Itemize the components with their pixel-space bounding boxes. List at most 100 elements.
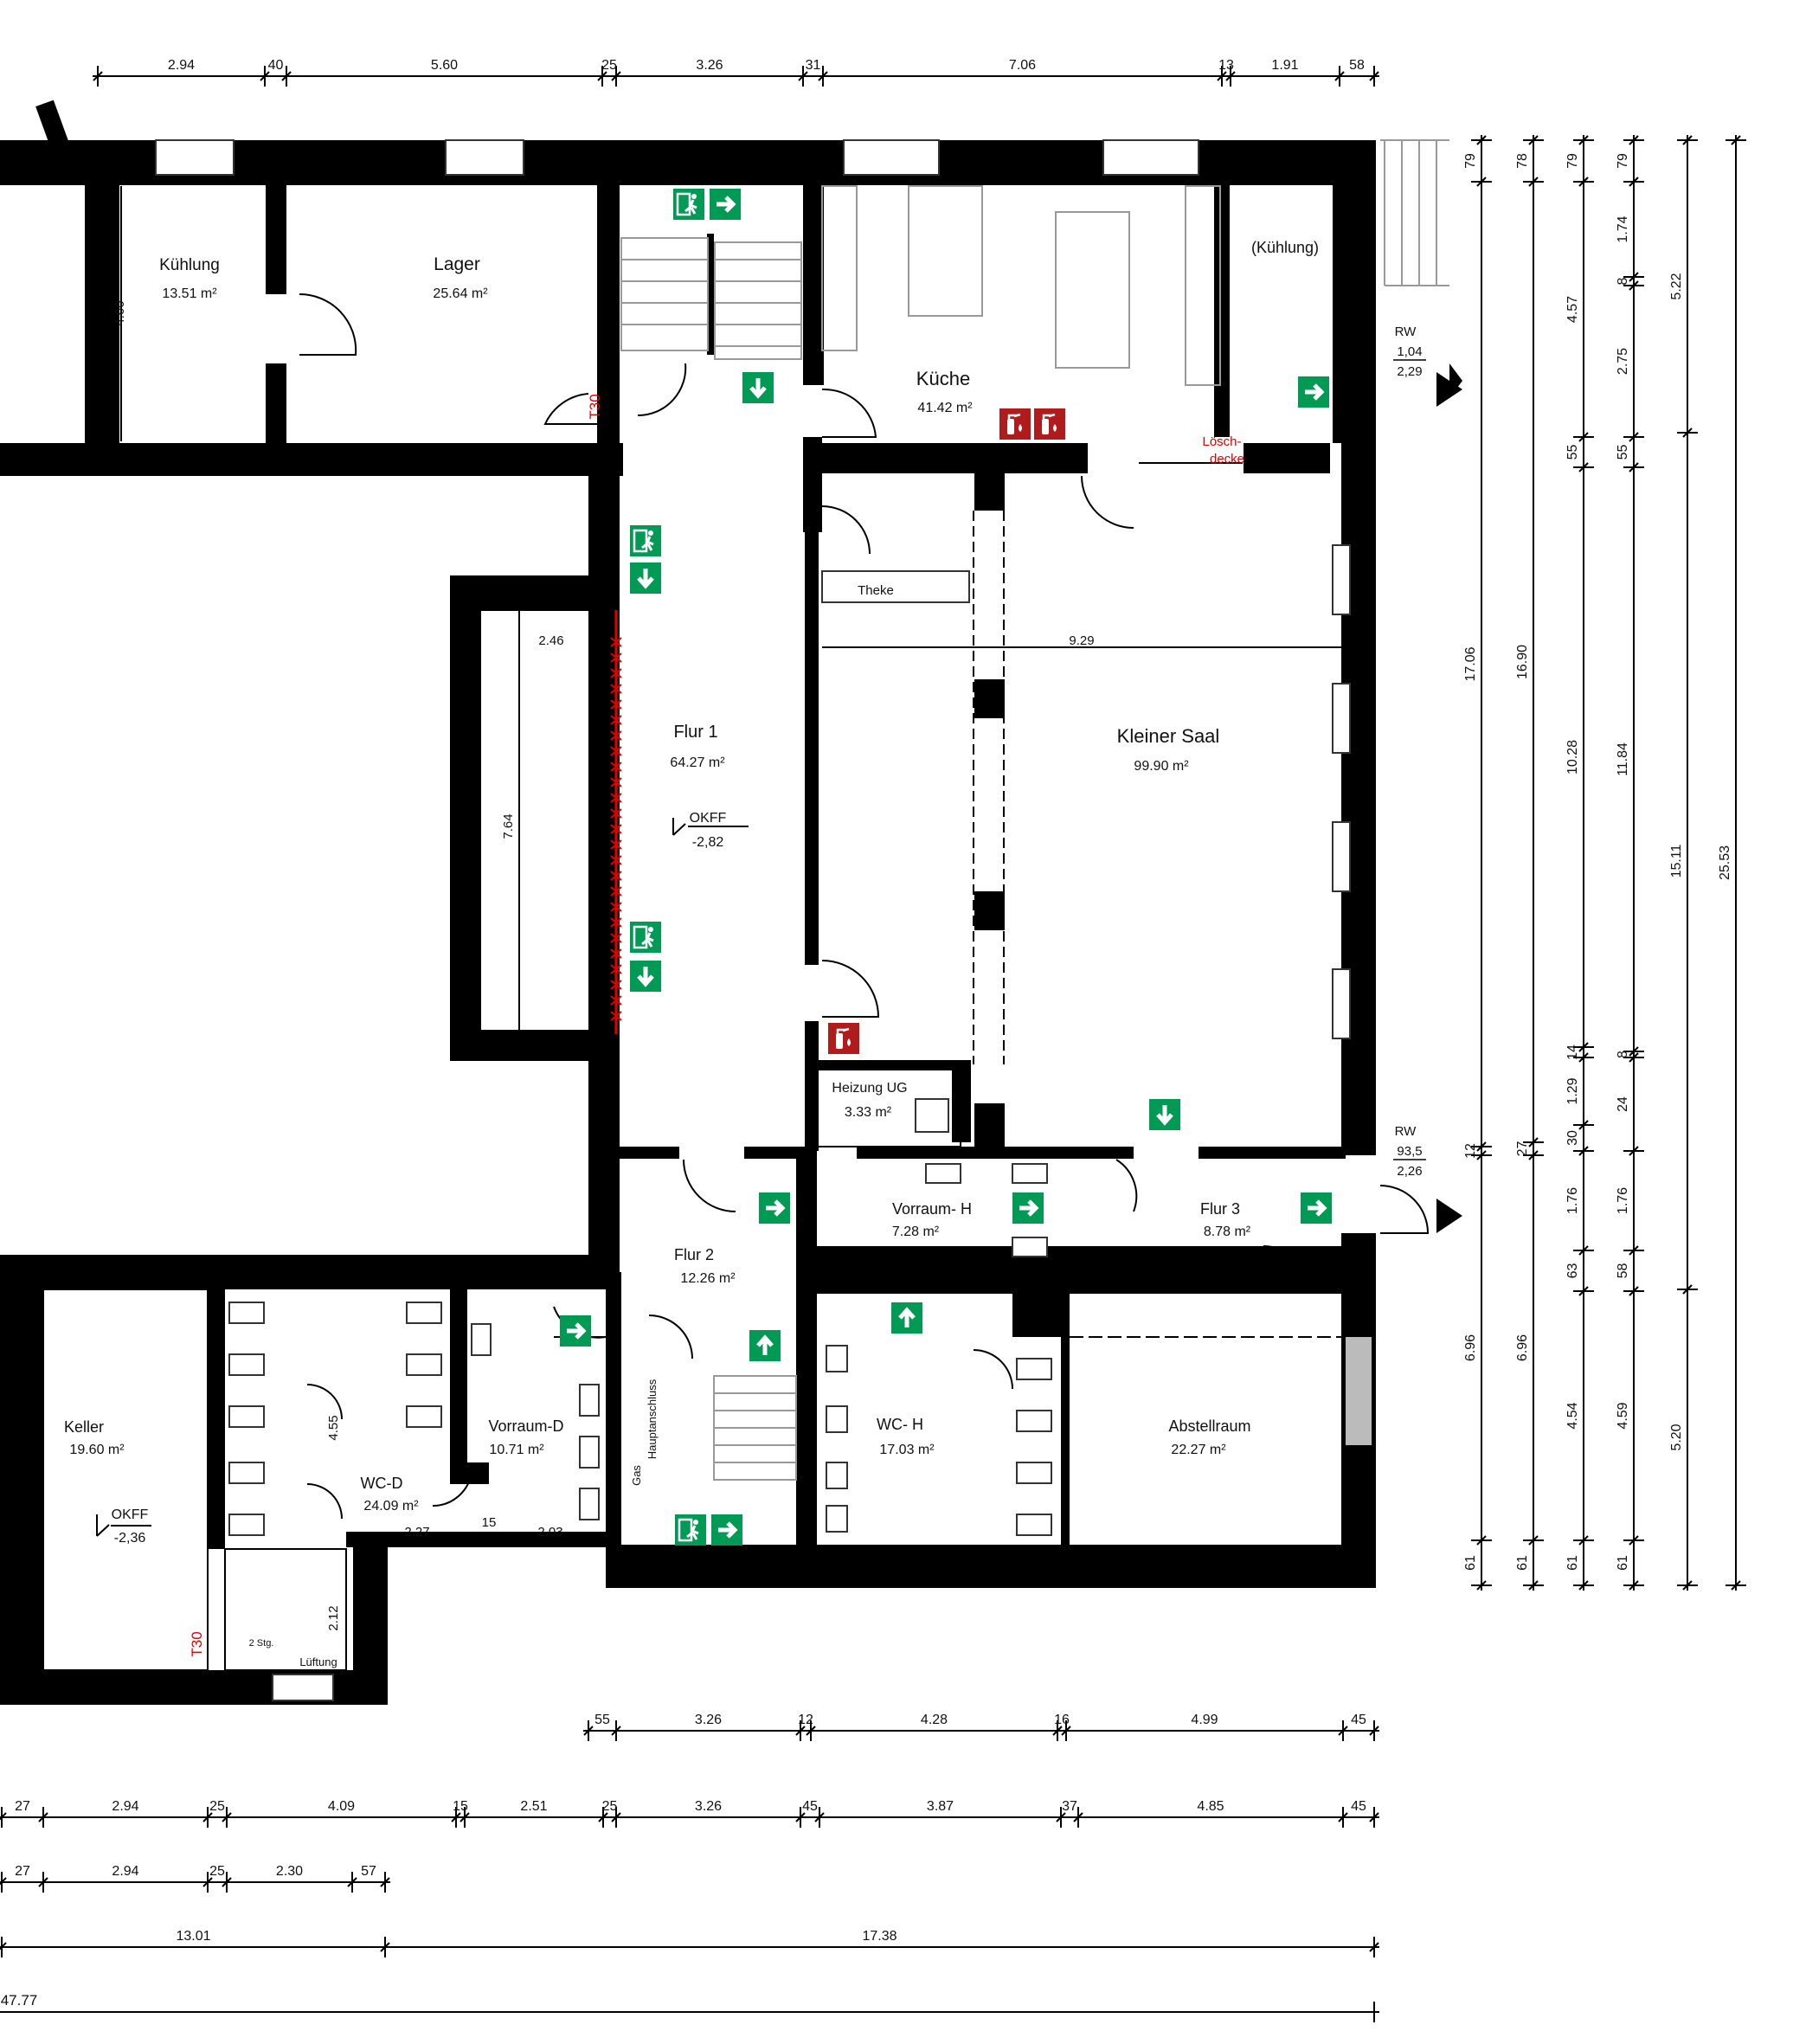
- room-name: WC- H: [877, 1416, 923, 1433]
- interior-dimension: 2.46: [538, 633, 563, 648]
- dimension-tick: [1682, 427, 1693, 438]
- room-name: Lager: [434, 254, 480, 274]
- dimension-tick: [1476, 177, 1487, 187]
- dimension-label: 1.91: [1271, 58, 1298, 73]
- barrier-x-mark: [610, 886, 622, 897]
- room-area: 3.33 m²: [845, 1105, 892, 1120]
- interior-dimension: 4.60: [112, 300, 127, 325]
- dimension-tick: [1629, 1580, 1639, 1591]
- dimension-label: 37: [1062, 1799, 1077, 1814]
- barrier-x-mark: [610, 668, 622, 678]
- dimension-label: 2.30: [276, 1864, 303, 1879]
- room-area: 10.71 m²: [489, 1443, 544, 1457]
- dimension-label: 3.26: [695, 1799, 722, 1814]
- dimension-tick: [1369, 1726, 1379, 1736]
- dimension-tick: [1528, 1137, 1539, 1147]
- barrier-x-mark: [610, 762, 622, 772]
- dimension-label: 55: [1565, 445, 1580, 460]
- dimension-label: 4.99: [1191, 1713, 1218, 1727]
- dimension-tick: [583, 1726, 594, 1736]
- dimension-label: 15: [453, 1799, 468, 1814]
- barrier-x-mark: [610, 980, 622, 990]
- dimension-label: 25: [209, 1799, 225, 1814]
- counter-label: Theke: [858, 583, 894, 598]
- dimension-tick: [1629, 177, 1639, 187]
- level-value: -2,36: [114, 1531, 146, 1546]
- exit-arrow-right-icon: [560, 1315, 591, 1347]
- room-area: 24.09 m²: [363, 1499, 419, 1514]
- dimension-tick: [1528, 1535, 1539, 1546]
- dimension-label: 45: [1351, 1799, 1366, 1814]
- dimension-label: 2.51: [520, 1799, 547, 1814]
- dimension-label: 27: [15, 1864, 30, 1879]
- dimension-label: 6.96: [1515, 1334, 1530, 1361]
- dimension-tick: [1578, 1286, 1589, 1296]
- interior-dimension: 2.03: [537, 1525, 562, 1539]
- dimension-tick: [1369, 1812, 1379, 1822]
- dimension-label: 57: [361, 1864, 376, 1879]
- interior-dimension: 4.55: [326, 1415, 341, 1440]
- level-label: OKFF: [112, 1507, 149, 1522]
- dimension-tick: [1369, 71, 1379, 81]
- dimension-tick: [1061, 1726, 1071, 1736]
- dimension-tick: [1578, 1042, 1589, 1052]
- dimension-label: 3.26: [696, 58, 723, 73]
- dimension-tick: [38, 1877, 48, 1887]
- dimension-tick: [1629, 1046, 1639, 1057]
- exit-arrow-up-icon: [749, 1330, 781, 1361]
- dimension-tick: [1629, 1146, 1639, 1156]
- room-area: 12.26 m²: [680, 1271, 736, 1286]
- room-area: 25.64 m²: [433, 286, 488, 301]
- room-area: 13.51 m²: [162, 286, 217, 301]
- dimension-label: 8: [1616, 1051, 1630, 1058]
- room-name: Keller: [64, 1418, 104, 1436]
- dimension-tick: [222, 1812, 232, 1822]
- dimension-label: 79: [1463, 153, 1478, 169]
- room-area: 17.03 m²: [879, 1443, 935, 1457]
- dimension-tick: [1578, 1580, 1589, 1591]
- dimension-tick: [451, 1812, 461, 1822]
- dimension-label: 61: [1616, 1555, 1630, 1571]
- dimension-label: 25: [602, 1799, 618, 1814]
- interior-dimension: 7.64: [501, 813, 516, 839]
- dimension-tick: [0, 1812, 7, 1821]
- dimension-tick: [1073, 1812, 1083, 1822]
- dimension-tick: [1476, 1580, 1487, 1591]
- exit-arrow-right-icon: [1012, 1192, 1044, 1224]
- dimension-tick: [1369, 1942, 1379, 1952]
- level-value: -2,82: [692, 835, 724, 850]
- dimension-label: 31: [806, 58, 821, 73]
- dimension-label: 4.28: [921, 1713, 948, 1727]
- dimension-tick: [795, 1812, 806, 1822]
- barrier-x-mark: [610, 824, 622, 834]
- dimension-label: 30: [1565, 1130, 1580, 1146]
- dimension-tick: [1476, 1535, 1487, 1546]
- dimension-tick: [1629, 1245, 1639, 1256]
- fire-blanket-label: decke: [1210, 452, 1244, 466]
- room-name: Flur 3: [1200, 1200, 1240, 1218]
- room-area: 7.28 m²: [892, 1224, 940, 1239]
- interior-dimension: 9.29: [1069, 633, 1094, 648]
- dimension-tick: [1578, 432, 1589, 442]
- dimension-tick: [1476, 1150, 1487, 1160]
- level-label: OKFF: [690, 811, 727, 826]
- barrier-x-mark: [610, 793, 622, 803]
- walls: [0, 100, 1376, 1705]
- dimension-label: 61: [1515, 1555, 1530, 1571]
- dimension-tick: [806, 1726, 816, 1736]
- fire-extinguisher-icon: [1034, 408, 1065, 440]
- dimension-tick: [1476, 1141, 1487, 1152]
- barrier-x-mark: [610, 637, 622, 647]
- dimension-tick: [597, 71, 607, 81]
- rw-label: RW: [1395, 325, 1417, 339]
- dimension-label: 13: [1218, 58, 1234, 73]
- dimension-label: 5.60: [431, 58, 458, 73]
- exit-arrow-down-icon: [1149, 1099, 1180, 1130]
- dimension-tick: [611, 1726, 621, 1736]
- exit-arrow-down-icon: [742, 372, 774, 403]
- room-name: WC-D: [361, 1475, 403, 1492]
- barrier-x-mark: [610, 730, 622, 741]
- dimension-tick: [1217, 71, 1227, 81]
- dimension-label: 2.75: [1616, 348, 1630, 375]
